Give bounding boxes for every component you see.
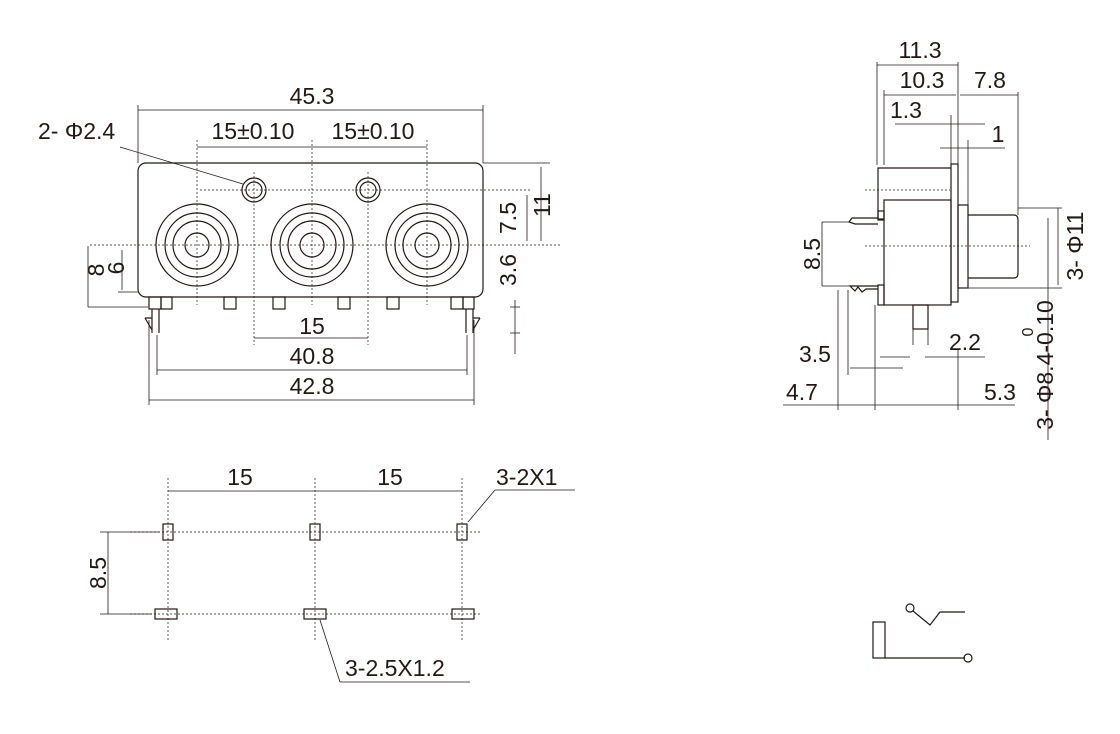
dim-8-5: 8.5 — [799, 238, 825, 270]
schematic-symbol — [872, 603, 973, 663]
dim-pin-span: 40.8 — [290, 343, 335, 369]
dim-2-2: 2.2 — [949, 329, 981, 355]
dim-pitch-left: 15 — [227, 464, 253, 490]
pins — [144, 296, 481, 333]
dim-jack-pitch-left: 15±0.10 — [212, 118, 295, 144]
side-dimension-lines — [783, 62, 1062, 440]
dim-7-8: 7.8 — [974, 67, 1006, 93]
dim-jack-pitch-right: 15±0.10 — [332, 118, 415, 144]
housing-outline — [137, 162, 484, 298]
dim-10-3: 10.3 — [900, 67, 945, 93]
dim-3-5: 3.5 — [799, 341, 831, 367]
dim-4-7: 4.7 — [786, 379, 818, 405]
side-lead-bottom — [848, 285, 878, 293]
large-pads-callout: 3-2.5X1.2 — [345, 655, 445, 681]
dim-height-upper: 7.5 — [495, 202, 521, 234]
dim-pitch-right: 15 — [377, 464, 403, 490]
front-view: 45.3 15±0.10 15±0.10 2- Φ2.4 11 7.5 3.6 … — [38, 83, 560, 405]
side-flange — [950, 163, 959, 303]
dim-11-3: 11.3 — [898, 37, 941, 63]
dim-clip-span: 42.8 — [290, 373, 335, 399]
side-barrel — [968, 214, 1019, 279]
dim-5-3: 5.3 — [984, 379, 1016, 405]
pad-small — [309, 523, 321, 541]
dim-left-8: 8 — [83, 264, 109, 277]
dim-overall-width: 45.3 — [290, 83, 335, 109]
pad-small — [162, 523, 174, 541]
side-lead-top — [848, 217, 878, 225]
dim-height-total: 11 — [529, 193, 555, 217]
dim-height-lower: 3.6 — [495, 254, 521, 286]
dim-pin-pitch: 15 — [299, 313, 325, 339]
small-pads-callout: 3-2X1 — [496, 464, 557, 490]
side-plate — [957, 204, 969, 289]
dim-row-spacing: 8.5 — [85, 557, 111, 589]
hole-callout: 2- Φ2.4 — [38, 118, 115, 144]
pad-large — [303, 608, 327, 620]
dimension-lines — [87, 105, 550, 405]
center-lines — [90, 140, 560, 345]
dim-diameter-11: 3- Φ11 — [1062, 211, 1088, 280]
mount-holes — [241, 177, 381, 203]
pad-large — [451, 608, 475, 620]
pad-large — [154, 608, 178, 620]
dim-tolerance-upper: 0 — [1020, 327, 1037, 336]
pad-small — [456, 523, 468, 541]
side-body — [883, 199, 952, 306]
dim-diameter-8-4: 3- Φ8.4-0.10 — [1032, 300, 1058, 430]
side-view: 11.3 10.3 7.8 1.3 1 8.5 3.5 2.2 4.7 5.3 … — [783, 37, 1088, 440]
dim-1: 1 — [992, 121, 1005, 147]
dim-left-6: 6 — [103, 262, 129, 275]
pcb-footprint: 15 15 8.5 3-2X1 3-2.5X1.2 — [85, 464, 575, 683]
dim-1-3: 1.3 — [890, 97, 922, 123]
